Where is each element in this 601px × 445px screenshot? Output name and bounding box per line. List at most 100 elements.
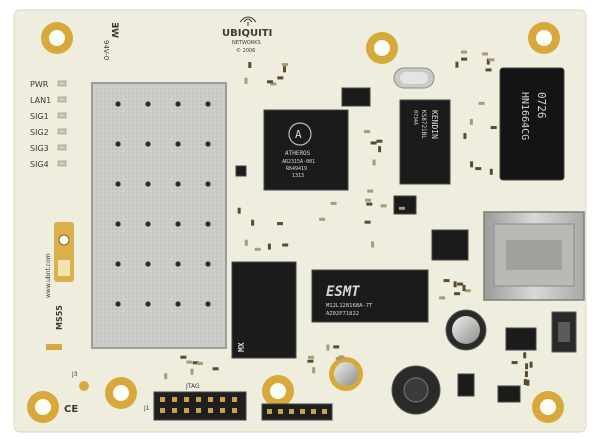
smd-passive: [461, 50, 467, 54]
transformer-part: HN1664CG: [519, 92, 530, 140]
kendin-phy: KENDIN KS8721BL 0734A: [399, 99, 451, 185]
led-label-sig3: SIG3: [30, 144, 49, 153]
kendin-part: KS8721BL: [420, 110, 427, 139]
smd-passive: [319, 217, 326, 221]
shield-hole: [145, 141, 151, 147]
ethernet-port: [483, 211, 585, 301]
svg-text:94V-0: 94V-0: [102, 40, 110, 60]
svg-text:A: A: [295, 128, 302, 141]
smd-passive: [469, 118, 473, 125]
jtag-pin: [160, 397, 165, 402]
smd-passive: [523, 352, 527, 359]
jtag-pin: [160, 408, 165, 413]
smd-passive: [475, 167, 482, 171]
solder-pad: [46, 344, 62, 350]
shield-hole: [115, 261, 121, 267]
smd-passive: [454, 292, 461, 296]
website-text: www.ubnt.com: [45, 253, 52, 298]
shield-hole: [115, 301, 121, 307]
smd-passive: [277, 76, 284, 80]
serial-pin: [278, 409, 283, 414]
j3-test-pad: J3: [71, 371, 89, 391]
jtag-pin: [172, 408, 177, 413]
small-ics: [235, 87, 537, 403]
brand-text: UBIQUITI: [222, 28, 272, 39]
shield-hole: [145, 301, 151, 307]
smd-passive: [490, 126, 497, 129]
led-label-sig1: SIG1: [30, 112, 49, 121]
smd-passive: [443, 279, 450, 283]
led-label-pwr: PWR: [30, 80, 49, 89]
smd-passive: [267, 243, 271, 250]
smd-passive: [192, 361, 199, 365]
jtag-pin: [232, 408, 237, 413]
smd-passive: [330, 201, 337, 205]
smd-passive: [244, 239, 248, 246]
shield-hole: [145, 181, 151, 187]
mx-flash: MX: [231, 261, 297, 359]
shield-hole: [205, 221, 211, 227]
jtag-pin: [196, 408, 201, 413]
smd-passive: [529, 361, 533, 368]
shield-hole: [205, 141, 211, 147]
esmt-part: M12L128168A-7T: [326, 303, 373, 309]
smd-passive: [267, 80, 273, 84]
esmt-lot: AZ02P71822: [326, 311, 359, 317]
smd-passive: [482, 52, 489, 56]
smd-passive: [524, 371, 528, 378]
jtag-pin: [220, 397, 225, 402]
led-label-lan1: LAN1: [30, 96, 51, 105]
jtag-pin: [208, 397, 213, 402]
transformer-code: 0726: [535, 92, 548, 119]
jtag-pin: [196, 397, 201, 402]
shield-hole: [175, 141, 181, 147]
antenna-connector: [54, 222, 74, 282]
smd-passive: [365, 198, 372, 202]
smd-passive: [164, 373, 168, 380]
brand-subtext: NETWORKS: [232, 40, 261, 46]
shield-hole: [145, 101, 151, 107]
smd-passive: [180, 355, 187, 359]
smd-passive: [248, 62, 252, 68]
smd-passive: [254, 247, 261, 251]
j3-label: J3: [71, 371, 78, 378]
smd-passive: [470, 161, 474, 168]
ethernet-transformer: 0726 HN1664CG: [499, 67, 565, 181]
smd-passive: [372, 159, 376, 166]
smd-passive: [453, 281, 457, 288]
smd-passive: [251, 219, 255, 226]
jtag-label: JTAG: [185, 383, 200, 390]
smd-passive: [312, 367, 316, 374]
shield-hole: [115, 141, 121, 147]
jtag-pin: [172, 397, 177, 402]
shield-hole: [175, 101, 181, 107]
svg-text:ƎW: ƎW: [109, 22, 119, 38]
esmt-brand: ESMT: [326, 284, 360, 300]
flash-brand: MX: [237, 342, 246, 352]
serial-pin: [289, 409, 294, 414]
ubiquiti-logo: UBIQUITI NETWORKS © 2006: [222, 16, 272, 54]
smd-passive: [283, 66, 286, 73]
shield-hole: [115, 181, 121, 187]
jtag-pin: [220, 408, 225, 413]
smd-passive: [526, 379, 530, 386]
smd-passive: [190, 368, 194, 375]
smd-passive: [457, 282, 464, 286]
shield-hole: [205, 181, 211, 187]
smd-passive: [486, 58, 490, 65]
smd-passive: [399, 206, 405, 210]
shield-hole: [145, 261, 151, 267]
smd-components: [164, 50, 533, 386]
smd-passive: [463, 133, 467, 139]
smd-passive: [464, 289, 471, 293]
esmt-sdram: ESMT M12L128168A-7T AZ02P71822: [311, 269, 429, 323]
smd-passive: [367, 189, 374, 193]
jtag-pin: [184, 408, 189, 413]
smd-passive: [488, 58, 495, 62]
smd-passive: [478, 101, 485, 105]
smd-passive: [370, 141, 377, 145]
copyright-text: © 2006: [236, 47, 255, 54]
shield-hole: [115, 221, 121, 227]
shield-hole: [175, 261, 181, 267]
